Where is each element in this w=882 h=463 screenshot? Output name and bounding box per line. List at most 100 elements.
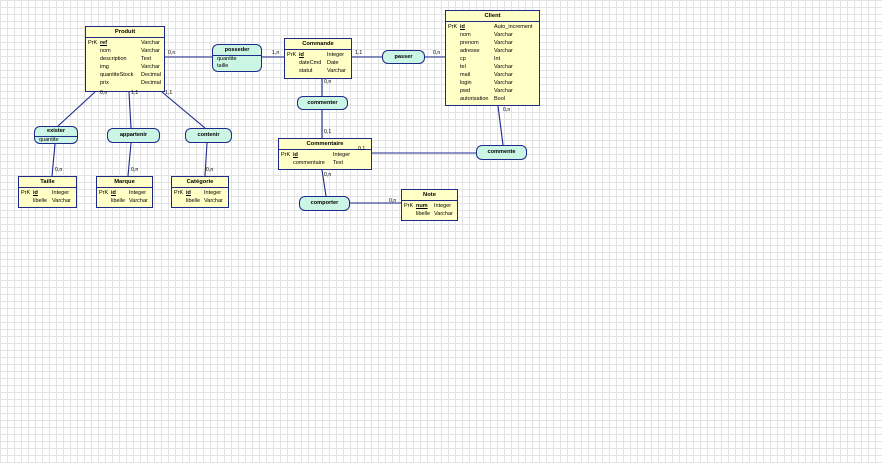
field-type: Bool xyxy=(494,96,506,102)
field-name: id xyxy=(293,152,298,158)
field-name: id xyxy=(299,52,304,58)
primary-key-marker: PrK xyxy=(287,52,297,58)
entity-field-row: description Text xyxy=(86,55,164,63)
field-type: Decimal xyxy=(141,72,161,78)
relation-attribute: quantite xyxy=(39,137,59,143)
entity-title: Catégorie xyxy=(172,177,228,188)
field-name: id xyxy=(111,190,116,196)
relation-passer[interactable]: passer xyxy=(382,50,425,64)
field-name: commentaire xyxy=(293,160,325,166)
link-exister-taille xyxy=(51,143,56,177)
relation-title: commenter xyxy=(307,100,338,106)
field-name: nom xyxy=(100,48,111,54)
cardinality-label: 0,n xyxy=(503,107,511,113)
field-name: dateCmd xyxy=(299,60,322,66)
entity-field-row: mail Varchar xyxy=(446,71,539,79)
field-name: num xyxy=(416,203,428,209)
primary-key-marker: PrK xyxy=(99,190,109,196)
field-name: nom xyxy=(460,32,471,38)
relation-title: appartenir xyxy=(119,132,148,138)
field-type: Text xyxy=(141,56,152,62)
field-type: Date xyxy=(327,60,339,66)
field-type: Varchar xyxy=(141,40,160,46)
primary-key-marker: PrK xyxy=(448,24,458,30)
field-name: statut xyxy=(299,68,313,74)
field-type: Varchar xyxy=(494,80,513,86)
relation-comporter[interactable]: comporter xyxy=(299,196,350,211)
cardinality-label: 0,n xyxy=(55,167,63,173)
entity-title: Produit xyxy=(86,27,164,38)
cardinality-label: 0,1 xyxy=(358,146,366,152)
link-appartenir-marque xyxy=(127,142,132,177)
field-type: Decimal xyxy=(141,80,161,86)
entity-title: Marque xyxy=(97,177,152,188)
relation-title: passer xyxy=(394,54,413,60)
relation-title: contenir xyxy=(197,132,220,138)
relation-commente[interactable]: commente xyxy=(476,145,527,160)
relation-appartenir[interactable]: appartenir xyxy=(107,128,160,143)
relation-exister[interactable]: exister quantite xyxy=(34,126,78,144)
link-produit-appartenir xyxy=(128,91,132,129)
relation-posseder[interactable]: posseder quantite taille xyxy=(212,44,262,72)
field-name: adresse xyxy=(460,48,480,54)
entity-title: Commande xyxy=(285,39,351,50)
link-produit-contenir xyxy=(161,91,206,129)
link-client-commente xyxy=(497,105,504,146)
cardinality-label: 0,n xyxy=(433,50,441,56)
relation-commenter[interactable]: commenter xyxy=(297,96,348,110)
field-type: Varchar xyxy=(141,48,160,54)
field-name: libelle xyxy=(33,198,48,204)
field-type: Varchar xyxy=(494,64,513,70)
field-name: prenom xyxy=(460,40,479,46)
relation-title: posseder xyxy=(213,45,261,56)
field-name: id xyxy=(33,190,38,196)
field-name: description xyxy=(100,56,127,62)
relation-contenir[interactable]: contenir xyxy=(185,128,232,143)
primary-key-marker: PrK xyxy=(404,203,414,209)
relation-title: commente xyxy=(487,149,516,155)
cardinality-label: 1,1 xyxy=(355,50,363,56)
field-name: libelle xyxy=(186,198,201,204)
field-name: login xyxy=(460,80,472,86)
field-type: Varchar xyxy=(141,64,160,70)
field-type: Integer xyxy=(129,190,147,196)
field-name: pwd xyxy=(460,88,471,94)
field-type: Varchar xyxy=(204,198,223,204)
field-type: Integer xyxy=(333,152,351,158)
field-name: mail xyxy=(460,72,471,78)
entity-field-row: login Varchar xyxy=(446,79,539,87)
field-type: Varchar xyxy=(327,68,346,74)
cardinality-label: 1,n xyxy=(272,50,280,56)
cardinality-label: 0,n xyxy=(389,198,397,204)
field-type: Varchar xyxy=(494,72,513,78)
primary-key-marker: PrK xyxy=(281,152,291,158)
field-type: Varchar xyxy=(129,198,148,204)
field-name: id xyxy=(186,190,191,196)
field-name: img xyxy=(100,64,109,70)
field-type: Int xyxy=(494,56,501,62)
cardinality-label: 0,1 xyxy=(324,129,332,135)
entity-title: Taille xyxy=(19,177,76,188)
cardinality-label: 0,n xyxy=(131,167,139,173)
